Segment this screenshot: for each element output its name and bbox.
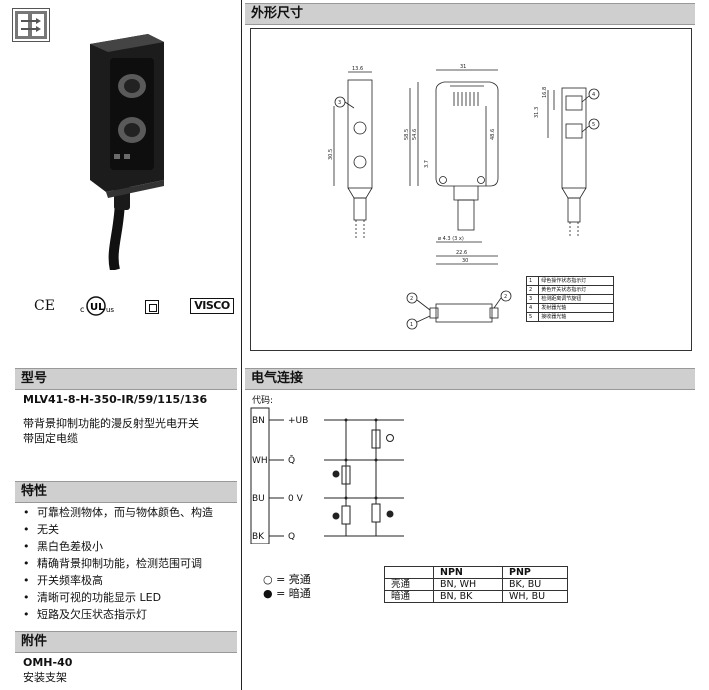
double-insulation-icon [145, 300, 159, 314]
dimension-drawing: 13.6 31 16.8 31.3 58.5 54.6 48.6 30.5 3.… [328, 64, 600, 330]
dim-label: 13.6 [352, 66, 363, 72]
feature-item: 可靠检测物体，而与物体颜色、构造 [19, 504, 239, 521]
pin-code-wh: WH [252, 456, 268, 466]
feature-item: 精确背景抑制功能，检测范围可调 [19, 555, 239, 572]
table-header-row: NPN PNP [384, 566, 568, 579]
table-row: 亮通 BN, WH BK, BU [384, 578, 568, 591]
section-features-header: 特性 [15, 481, 237, 503]
legend-light-on: ○ = 亮通 [263, 573, 311, 586]
dim-label: 48.6 [490, 129, 496, 140]
pin-signal-q: Q [288, 532, 295, 542]
pin-code-bk: BK [252, 532, 265, 542]
dim-label: 30 [462, 258, 468, 264]
table-row: 暗通 BN, BK WH, BU [384, 590, 568, 603]
accessory-name: OMH-40 [23, 656, 73, 669]
column-divider [241, 0, 242, 690]
dim-label: 3.7 [424, 160, 430, 168]
section-accessories-header: 附件 [15, 631, 237, 653]
dim-label: 31 [460, 64, 466, 70]
feature-item: 黑白色差极小 [19, 538, 239, 555]
section-model-header: 型号 [15, 368, 237, 390]
wiring-diagram: BN WH BU BK +UB Q̄ 0 V Q [250, 407, 404, 544]
callout-number: 2 [504, 294, 507, 300]
product-type-icon [12, 8, 50, 42]
ul-mark: c UL us [80, 294, 120, 318]
model-description-1: 带背景抑制功能的漫反射型光电开关 [23, 417, 199, 430]
table-header-cell: PNP [502, 566, 568, 579]
features-list: 可靠检测物体，而与物体颜色、构造 无关 黑白色差极小 精确背景抑制功能，检测范围… [19, 504, 239, 623]
feature-item: 清晰可视的功能显示 LED [19, 589, 239, 606]
pin-code-bu: BU [252, 494, 265, 504]
section-electrical-header: 电气连接 [245, 368, 695, 390]
callout-number: 1 [410, 322, 413, 328]
dim-label: 31.3 [534, 107, 540, 118]
callout-number: 5 [592, 122, 595, 128]
pin-signal-q-bar: Q̄ [288, 454, 295, 466]
visco-logo: VISCO [190, 298, 234, 314]
dim-label: 58.5 [404, 129, 410, 140]
product-photo [80, 30, 190, 272]
callout-number: 4 [592, 92, 595, 98]
svg-text:UL: UL [90, 302, 105, 313]
wiring-code-label: 代码: [252, 396, 274, 406]
svg-text:c: c [80, 305, 84, 314]
table-header-cell: NPN [433, 566, 503, 579]
dim-label: 22.6 [456, 250, 467, 256]
feature-item-continuation: 无关 [19, 521, 239, 538]
dim-label: 30.5 [328, 149, 334, 160]
npn-pnp-table: NPN PNP 亮通 BN, WH BK, BU 暗通 BN, BK WH, B… [384, 566, 568, 603]
model-number: MLV41-8-H-350-IR/59/115/136 [23, 393, 208, 406]
pin-signal-0v: 0 V [288, 494, 304, 504]
pin-code-bn: BN [252, 416, 265, 426]
ce-mark: CE [34, 298, 55, 314]
dim-label: ø 4.3 (3 x) [438, 236, 464, 242]
dim-label: 54.6 [412, 129, 418, 140]
model-description-2: 带固定电缆 [23, 432, 78, 445]
callout-number: 2 [410, 296, 413, 302]
pin-signal-ub: +UB [288, 416, 308, 426]
section-dimensions-header: 外形尺寸 [245, 3, 695, 25]
accessory-description: 安装支架 [23, 671, 67, 684]
svg-text:us: us [106, 306, 114, 314]
callout-number: 3 [338, 100, 341, 106]
dim-label: 16.8 [542, 87, 548, 98]
table-header-cell [384, 566, 434, 579]
feature-item: 开关频率极高 [19, 572, 239, 589]
legend-dark-on: ● = 暗通 [263, 587, 311, 600]
feature-item: 短路及欠压状态指示灯 [19, 606, 239, 623]
dimension-drawing-frame [250, 28, 692, 351]
